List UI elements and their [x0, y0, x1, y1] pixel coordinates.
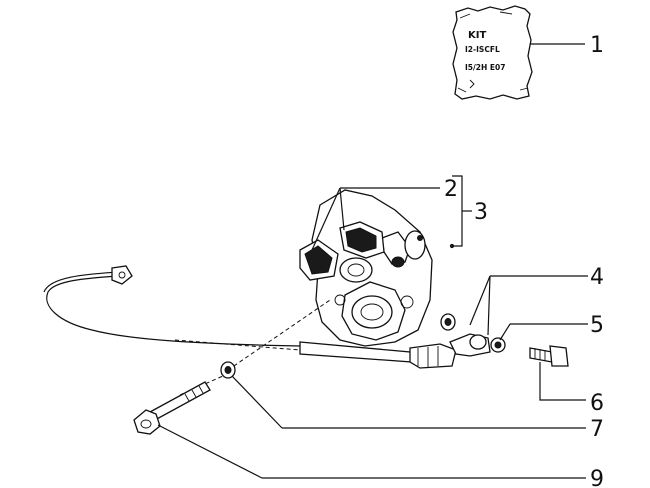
leader-line-4c: [487, 275, 491, 336]
callout-9: 9: [590, 467, 604, 488]
callout-3: 3: [474, 200, 488, 225]
mounting-bolt-9: [133, 381, 211, 435]
kit-code-2: I5/2H E07: [465, 63, 505, 72]
kit-bag: KIT I2-ISCFL I5/2H E07: [452, 5, 533, 100]
leader-line-6: [539, 362, 586, 401]
brake-caliper: [311, 189, 433, 347]
leader-line-7: [231, 375, 283, 429]
brake-hose: [43, 265, 491, 369]
kit-title: KIT: [468, 30, 486, 41]
leader-line-2b: [311, 187, 341, 251]
callout-5: 5: [590, 313, 604, 338]
callout-2: 2: [444, 177, 458, 202]
dashed-line-washer: [227, 299, 331, 371]
leader-line-2c: [339, 187, 345, 231]
callout-6: 6: [590, 391, 604, 416]
leader-line-4b: [469, 275, 491, 326]
callout-7: 7: [590, 417, 604, 442]
kit-code-1: I2-ISCFL: [465, 45, 500, 54]
brake-pads: [299, 221, 385, 281]
callout-1: 1: [590, 33, 604, 58]
copper-washer-4: [440, 313, 456, 331]
banjo-bolt-6: [529, 345, 569, 367]
callout-4: 4: [590, 265, 604, 290]
washer-7: [220, 361, 236, 379]
leader-line-9: [157, 424, 263, 479]
washer-5: [490, 337, 506, 353]
